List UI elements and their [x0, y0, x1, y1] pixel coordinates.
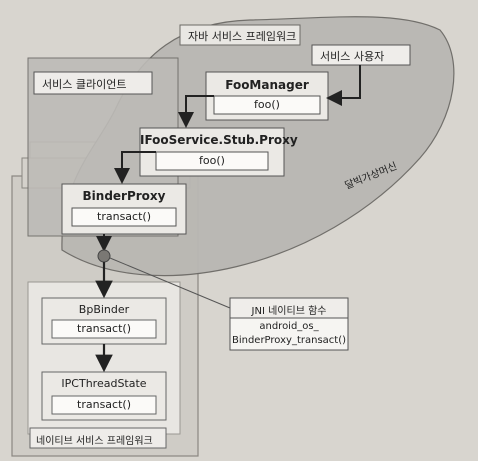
bp-binder-title: BpBinder — [78, 303, 130, 316]
ipc-thread-state-title: IPCThreadState — [61, 377, 147, 390]
service-client-label: 서비스 클라이언트 — [42, 78, 127, 91]
service-client-label-box — [33, 71, 153, 95]
service-user-label: 서비스 사용자 — [320, 50, 385, 63]
ifoo-proxy-method-box — [155, 151, 269, 171]
java-framework-label-box — [179, 24, 301, 46]
arrow-proxy-to-binderproxy — [114, 151, 156, 184]
foo-manager-method-box — [213, 95, 321, 115]
ifoo-proxy-method: foo() — [199, 154, 225, 167]
foo-manager-method: foo() — [254, 98, 280, 111]
foo-manager-title: FooManager — [225, 78, 309, 92]
arrow-user-to-foomanager — [326, 65, 361, 106]
jni-function-line2: BinderProxy_transact() — [231, 335, 347, 346]
jni-connector-line — [109, 257, 231, 309]
ipc-thread-state-method: transact() — [77, 398, 131, 411]
ifoo-proxy-title: IFooService.Stub.Proxy — [140, 133, 298, 147]
jni-function-line1: android_os_ — [259, 321, 319, 332]
jni-function-box — [229, 317, 349, 351]
jni-title: JNI 네이티브 함수 — [251, 306, 327, 317]
binder-proxy-method: transact() — [97, 210, 151, 223]
native-framework-label: 네이티브 서비스 프레임워크 — [36, 436, 153, 447]
bp-binder-method: transact() — [77, 322, 131, 335]
arrow-foomanager-to-proxy — [178, 95, 214, 128]
bp-binder-method-box — [51, 319, 157, 339]
binder-proxy-title: BinderProxy — [82, 189, 166, 203]
binder-proxy-method-box — [71, 207, 177, 227]
ipc-thread-state-method-box — [51, 395, 157, 415]
native-framework-label-box — [29, 427, 167, 449]
jni-junction-dot — [97, 249, 111, 263]
java-framework-label: 자바 서비스 프레임워크 — [188, 30, 297, 43]
